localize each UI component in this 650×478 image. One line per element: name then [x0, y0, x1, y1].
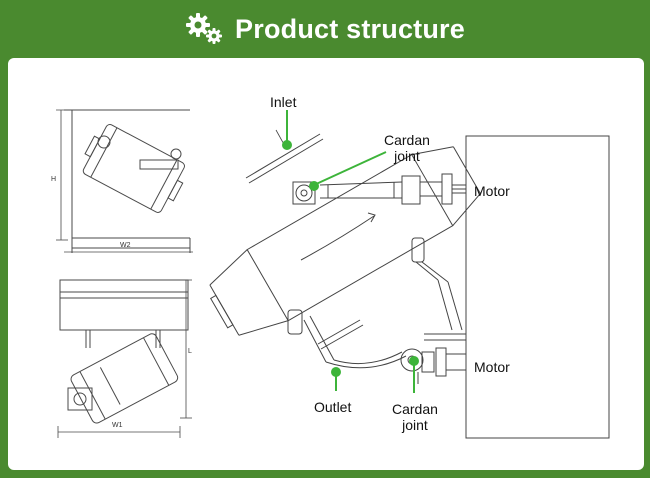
label-cardan-joint-top-line2: joint — [394, 148, 420, 164]
top-view-drawing — [57, 279, 192, 438]
label-cardan-joint-top: Cardan joint — [384, 132, 430, 164]
label-cardan-joint-bottom: Cardan joint — [392, 401, 438, 433]
diagram-panel: H W2 L W1 Inlet Cardan joint Motor Motor… — [8, 58, 644, 470]
dim-width-top: W2 — [120, 242, 131, 249]
dim-length: L — [188, 348, 192, 355]
page-title: Product structure — [235, 13, 465, 44]
label-motor-bottom: Motor — [474, 359, 510, 375]
dim-width-bottom: W1 — [112, 422, 123, 429]
label-cardan-joint-top-line1: Cardan — [384, 132, 430, 148]
cardan-joint-top-marker — [309, 181, 319, 191]
mixer-schematic — [209, 129, 610, 439]
side-view-drawing — [56, 109, 193, 253]
dim-height: H — [51, 176, 57, 183]
label-cardan-joint-bottom-line1: Cardan — [392, 401, 438, 417]
header-bar: Product structure — [0, 0, 650, 58]
label-motor-top: Motor — [474, 183, 510, 199]
callout-markers — [282, 110, 419, 393]
gears-icon — [186, 13, 223, 44]
label-inlet: Inlet — [270, 94, 297, 110]
inlet-marker — [282, 140, 292, 150]
label-outlet: Outlet — [314, 399, 352, 415]
product-structure-diagram — [56, 109, 610, 439]
label-cardan-joint-bottom-line2: joint — [402, 417, 428, 433]
cardan-joint-bottom-marker — [409, 356, 419, 366]
outlet-marker — [331, 367, 341, 377]
